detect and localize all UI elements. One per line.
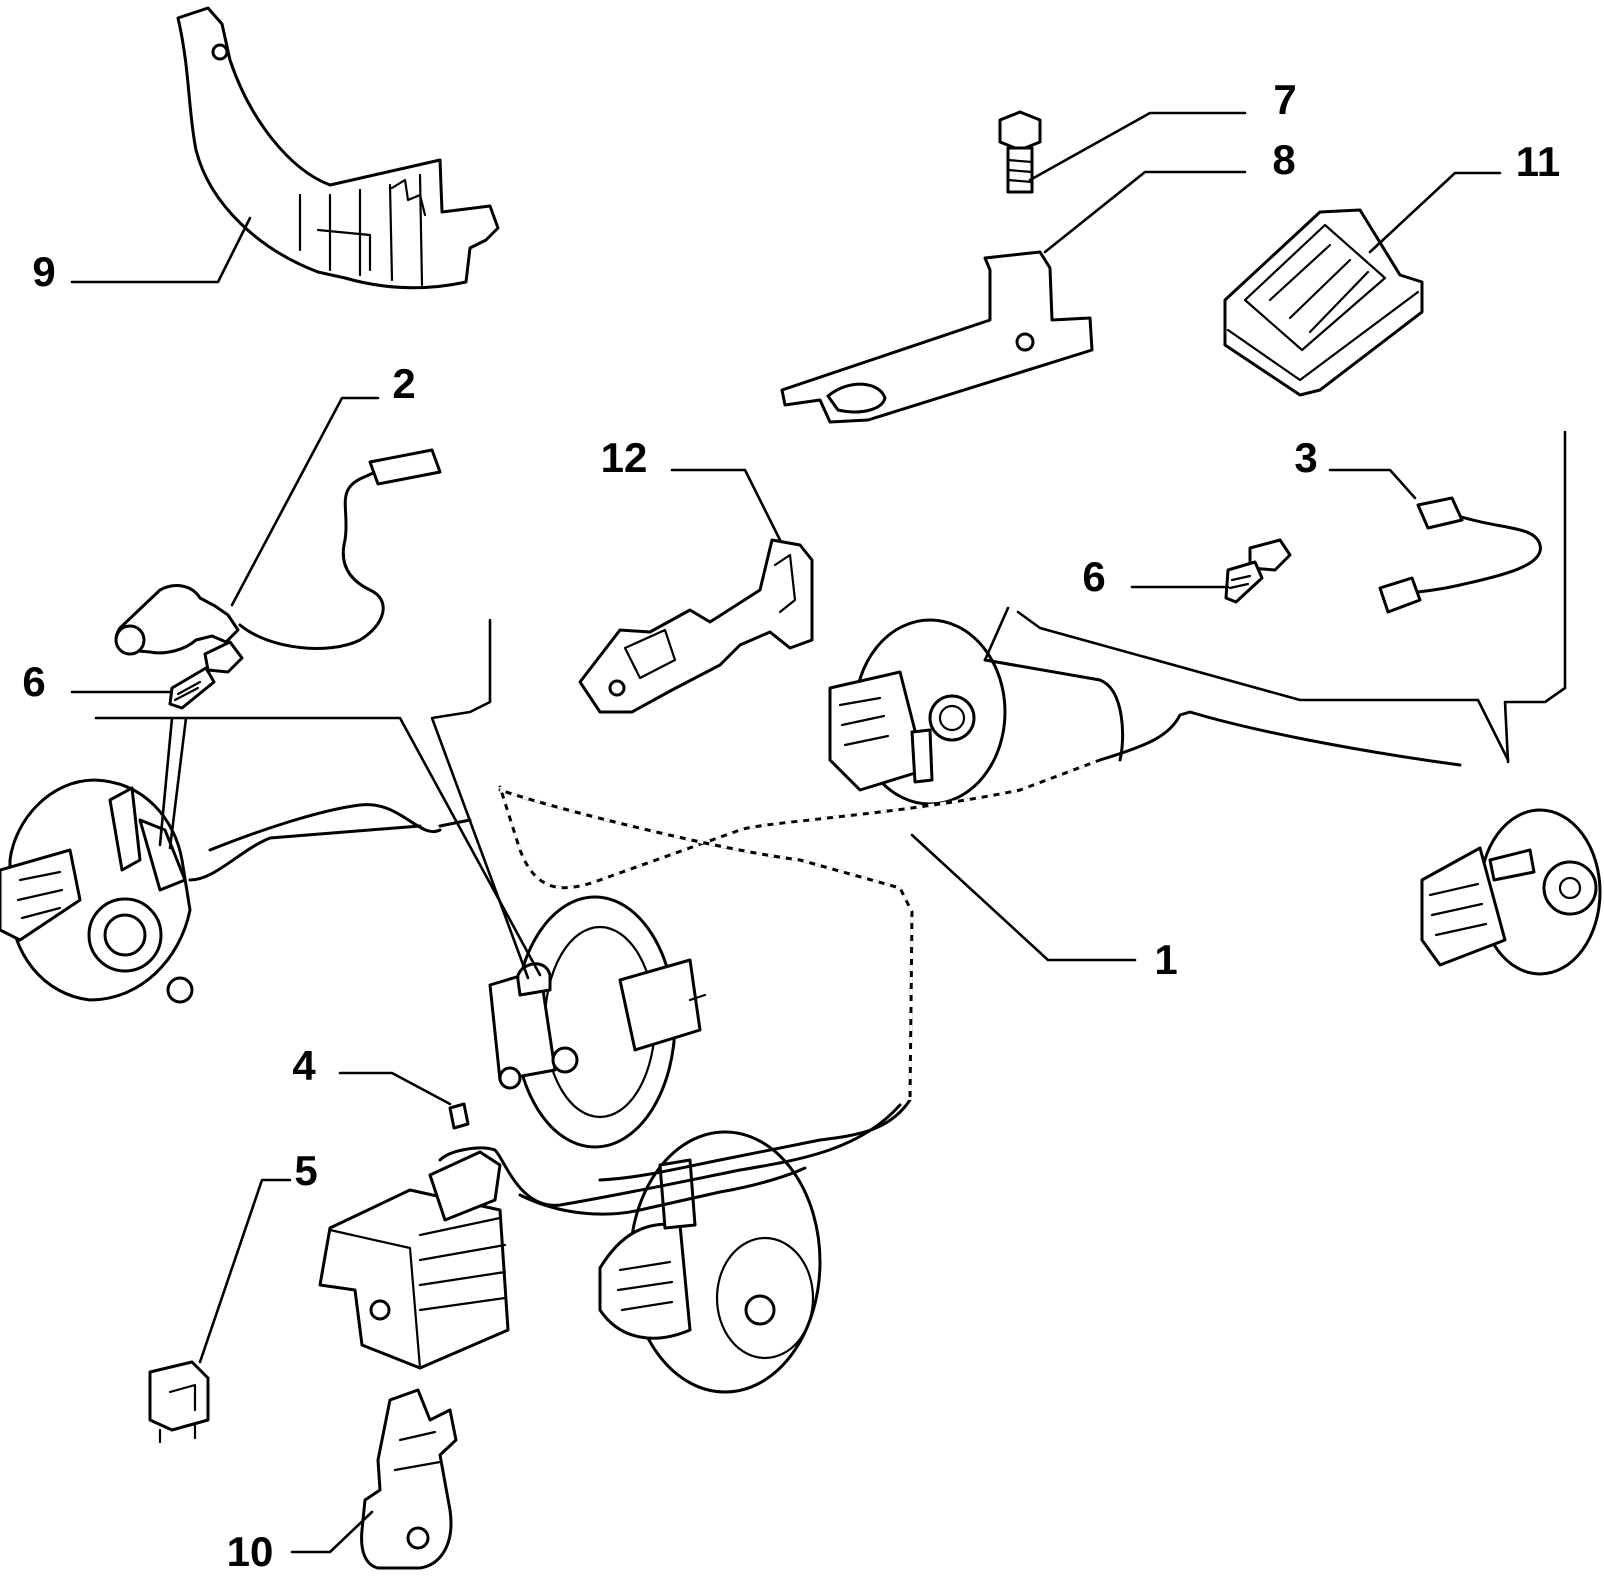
leader-6-branch-a [158,716,174,847]
callout-1: 1 [1154,936,1177,983]
leader-5 [198,1178,292,1364]
bolt-part [998,110,1042,194]
callout-9: 9 [32,248,55,295]
pipe-holder-part [578,538,814,714]
leader-7 [1028,111,1247,182]
leader-6-branch [94,716,542,977]
leader-lines [70,111,1567,1554]
leader-9 [70,216,252,284]
callout-10: 10 [227,1528,274,1575]
rubber-mount-part [1223,208,1424,397]
callout-3: 3 [1294,434,1317,481]
pipe-guard-part [176,6,500,290]
callout-5: 5 [294,1147,317,1194]
rear-right-brake-assembly [1420,808,1602,976]
callout-12: 12 [601,434,648,481]
leader-6b-branch-2 [983,606,1010,662]
callout-11: 11 [1516,138,1560,185]
left-brake-assembly [0,778,194,1004]
leader-8 [1043,170,1247,254]
front-right-brake-disc [598,1130,822,1394]
callout-4: 4 [292,1042,316,1089]
leader-3 [1328,468,1417,500]
callout-7: 7 [1273,76,1296,123]
front-abs-sensor-part [114,448,442,656]
callout-6b: 6 [1082,553,1105,600]
screw-part-upper [1224,538,1292,604]
callout-8: 8 [1272,136,1295,183]
bracket-part [780,250,1094,424]
leader-4 [338,1071,452,1106]
callout-labels: 1 2 3 4 5 6 6 7 8 9 10 11 12 [22,76,1560,1575]
leader-12 [670,468,782,542]
rear-abs-sensor-part [1378,496,1542,614]
abs-hydraulic-unit [318,1150,510,1370]
callout-6a: 6 [22,658,45,705]
callout-2: 2 [392,360,415,407]
pipe-clip-part [360,1388,458,1570]
leader-11 [1368,171,1502,254]
leader-6-branch-b [168,716,188,850]
brake-servo [488,895,707,1149]
brake-pipe-network [188,658,1462,1216]
rear-left-brake-assembly [828,618,1007,806]
leader-6b-branch [1016,610,1510,762]
leader-10 [290,1510,374,1554]
relay-fuse-part [148,1360,210,1444]
leader-2 [230,396,380,607]
small-clip-part [448,1102,470,1130]
leader-1 [910,833,1137,962]
leader-9-branch [430,618,530,980]
screw-part-left [168,640,244,710]
leader-3-branch [1503,430,1567,764]
